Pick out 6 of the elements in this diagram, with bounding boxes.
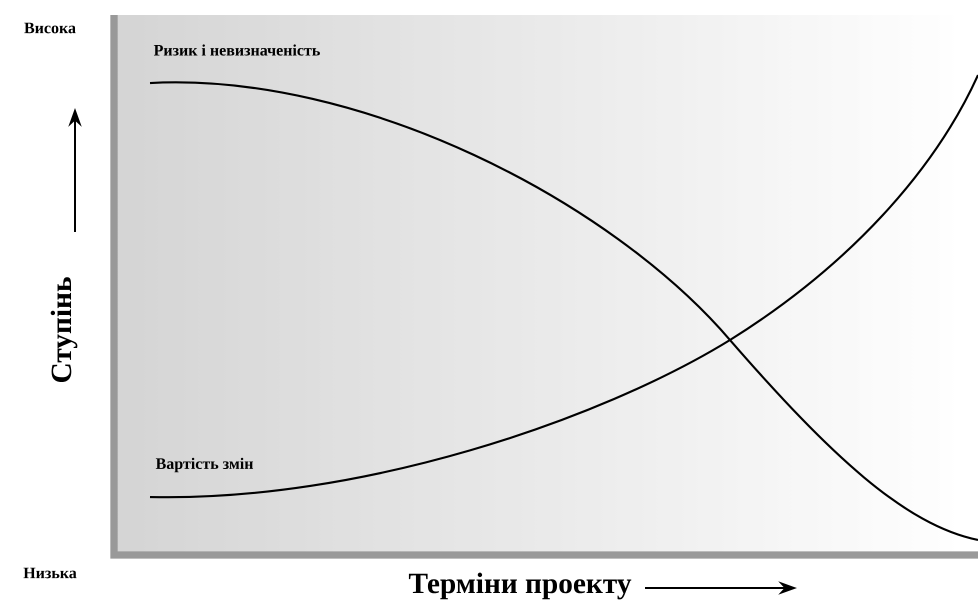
curve-label: Вартість змін [156,458,254,472]
curve-label: Ризик і невизначеність [154,44,320,56]
axis-title: Терміни проекту [408,572,632,600]
axis-title: Ступінь [50,277,78,382]
axis-end-label: Низька [24,568,77,578]
axis-end-label: Висока [24,22,76,34]
